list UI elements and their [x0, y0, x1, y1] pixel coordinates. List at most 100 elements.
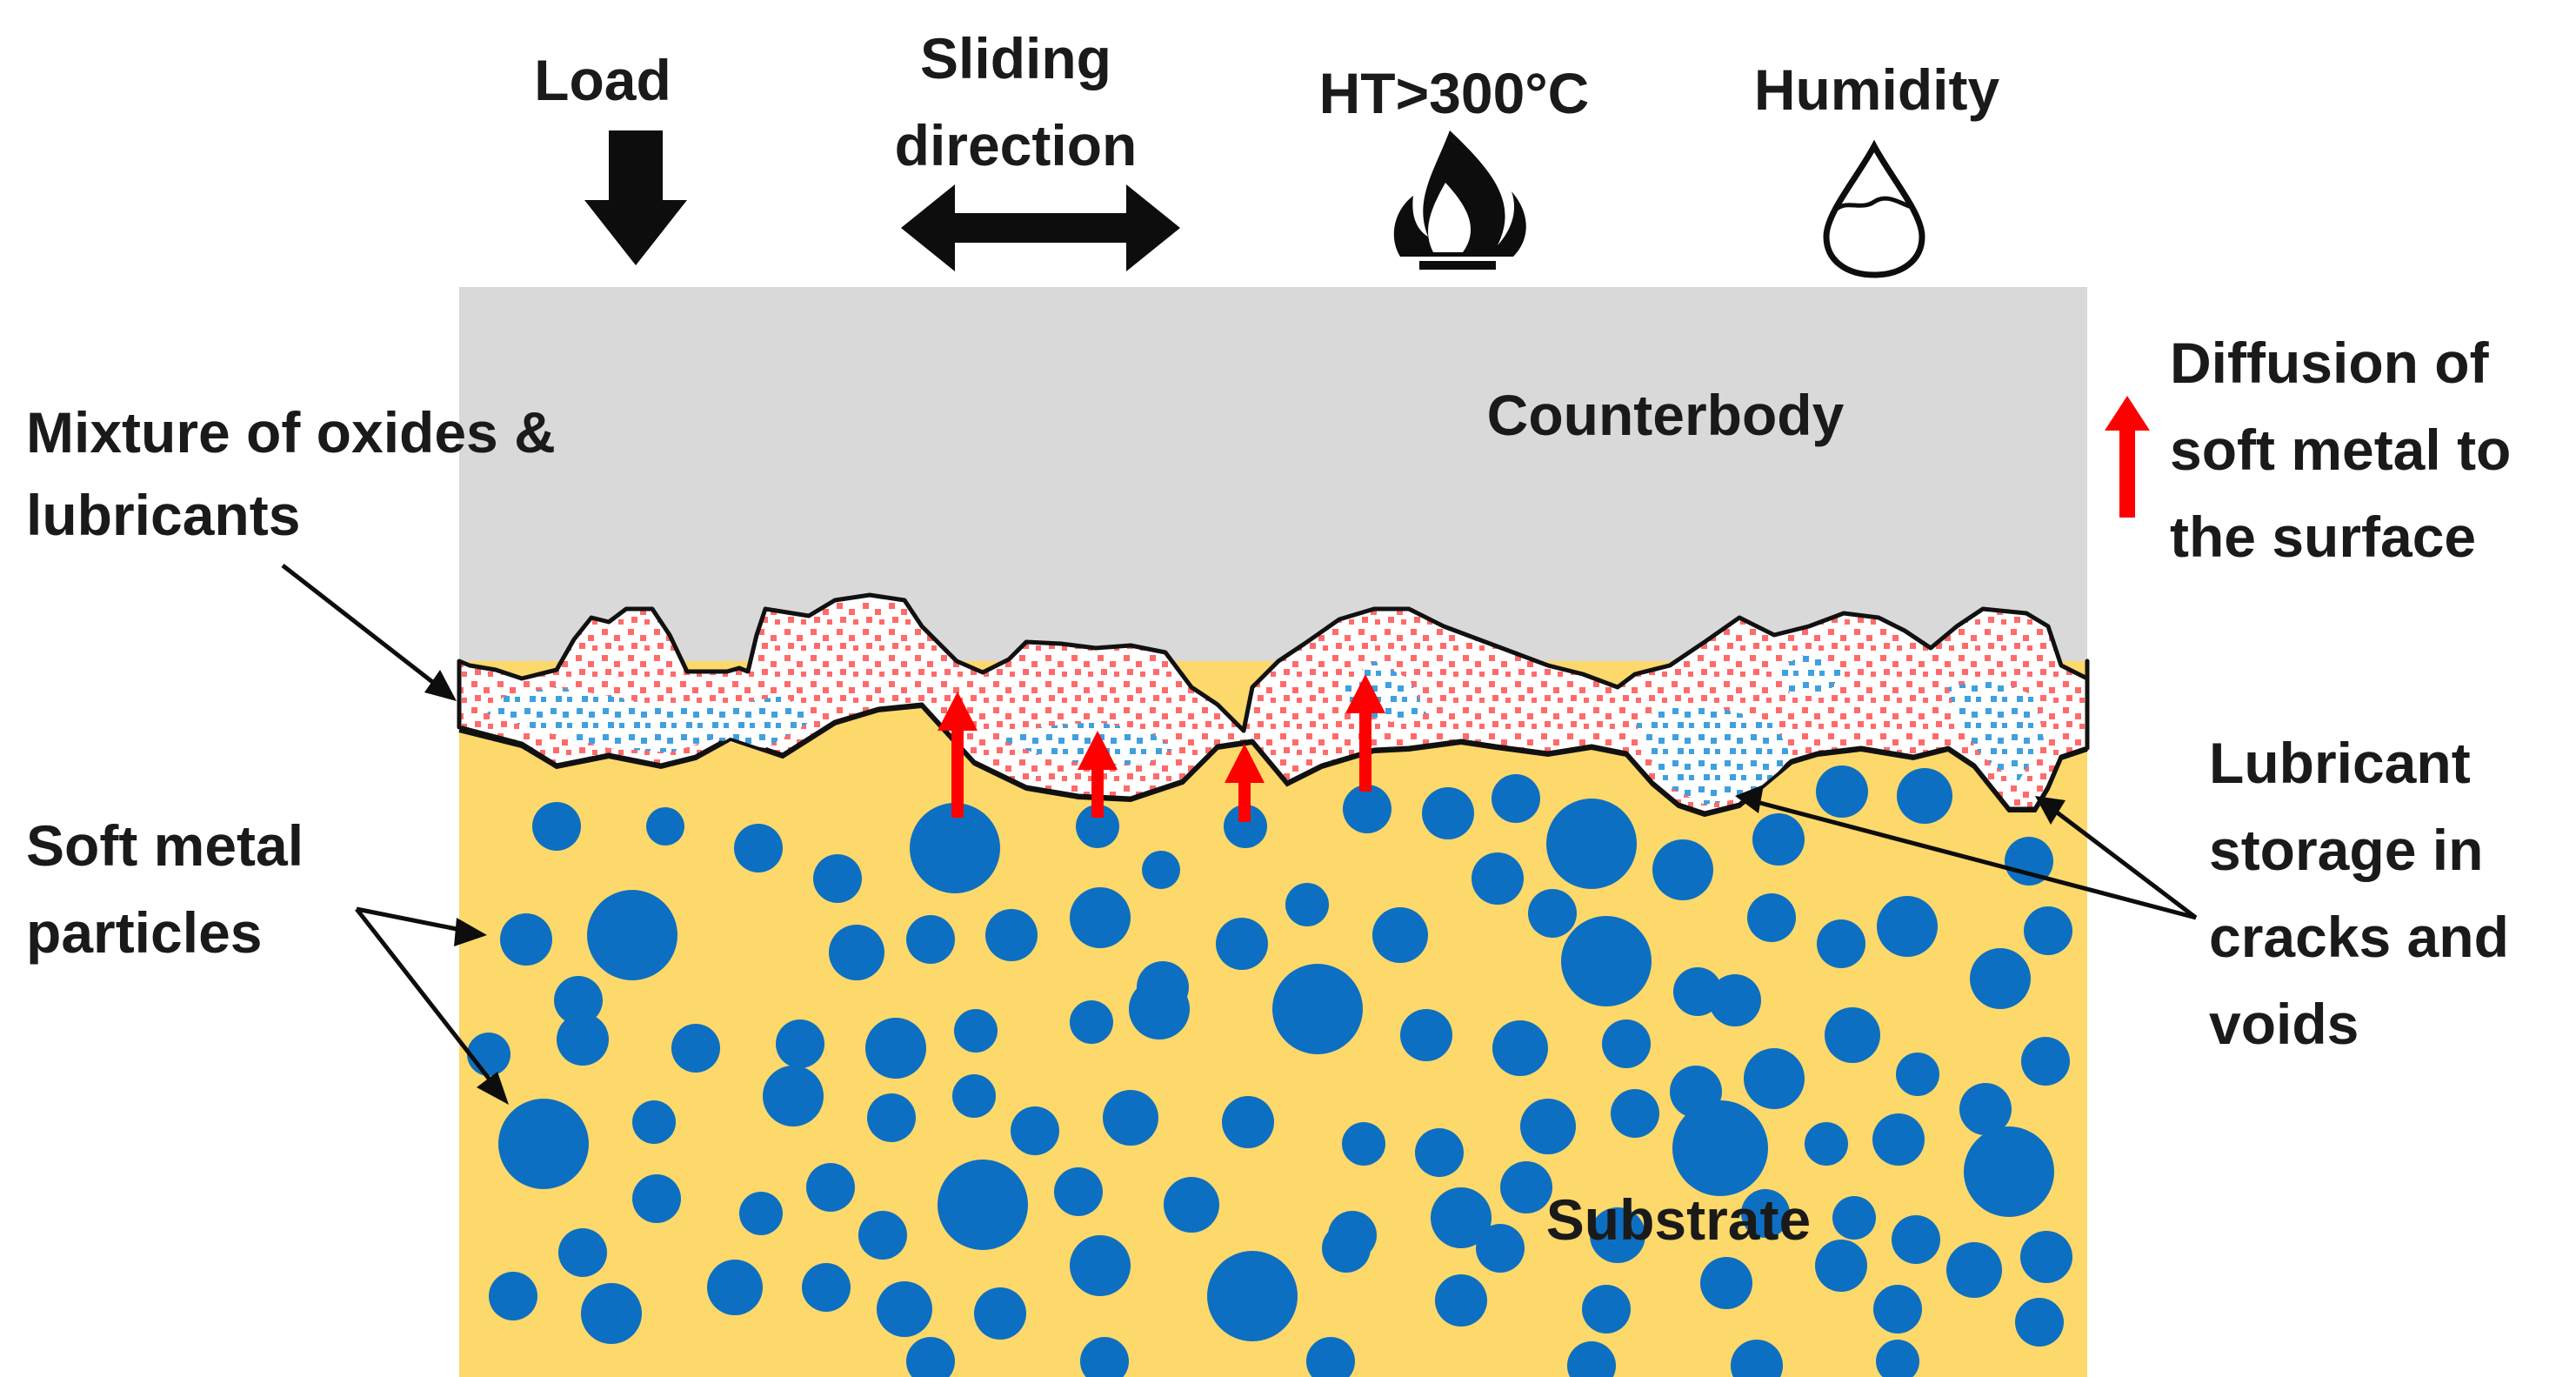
soft-metal-particle — [1129, 979, 1190, 1039]
soft-metal-particle — [1872, 1113, 1925, 1166]
soft-metal-particle — [646, 807, 684, 846]
soft-metal-particle — [1224, 805, 1267, 848]
soft-metal-particle — [1672, 1100, 1768, 1196]
soft-metal-particle — [1877, 896, 1938, 957]
soft-metal-particle — [1070, 1235, 1131, 1296]
soft-metal-particle — [2015, 1298, 2064, 1347]
diffusion-arrow-icon — [1225, 744, 1265, 822]
substrate — [459, 661, 2087, 1377]
soft-metal-particle — [1602, 1019, 1651, 1068]
soft-metal-particle — [500, 913, 552, 966]
soft-metal-particle — [1500, 1161, 1552, 1213]
soft-metal-particle — [1816, 765, 1868, 818]
soft-metal-particle — [1752, 813, 1805, 866]
water-drop-icon — [1823, 139, 1925, 278]
soft-metal-particle — [1322, 1224, 1371, 1273]
soft-metal-particle — [1747, 893, 1796, 942]
soft-metal-particle — [865, 1018, 926, 1079]
diffusion-legend-icon — [2105, 396, 2150, 518]
soft-metal-particle — [1744, 1048, 1805, 1109]
label-sliding-1: Sliding — [920, 26, 1111, 90]
label-storage-4: voids — [2209, 992, 2359, 1056]
label-diffusion-1: Diffusion of — [2170, 331, 2490, 395]
soft-metal-particle — [1731, 1340, 1783, 1377]
soft-metal-particle — [632, 1100, 676, 1144]
soft-metal-particle — [1805, 1122, 1848, 1166]
soft-metal-particle — [954, 1009, 998, 1053]
soft-metal-particle — [1567, 1341, 1616, 1377]
soft-metal-particle — [498, 1099, 589, 1189]
down-arrow-icon — [584, 130, 687, 265]
soft-metal-particle — [1815, 1240, 1867, 1292]
soft-metal-particle — [2005, 837, 2053, 886]
soft-metal-particle — [1222, 1096, 1274, 1148]
lubricant-pockets — [487, 652, 2044, 805]
soft-metal-particle — [1546, 799, 1637, 889]
soft-metal-particle — [776, 1019, 824, 1068]
soft-metal-particle — [813, 854, 862, 903]
soft-metal-particle — [1054, 1167, 1103, 1216]
diffusion-arrow-icon — [1345, 674, 1385, 792]
soft-metal-particle — [1590, 1207, 1645, 1263]
soft-metal-particle — [1964, 1126, 2054, 1217]
soft-metal-particle — [1741, 1189, 1790, 1238]
diffusion-arrow-icon — [1078, 731, 1118, 818]
soft-metal-particle — [906, 1337, 955, 1377]
soft-metal-particle — [806, 1163, 855, 1212]
soft-metal-particle — [1970, 948, 2031, 1009]
soft-metal-particle — [1897, 768, 1952, 824]
soft-metal-particle — [1582, 1285, 1631, 1334]
soft-metal-particle — [581, 1283, 642, 1344]
soft-metal-particle — [1272, 964, 1363, 1054]
soft-metal-particle — [1216, 918, 1268, 970]
soft-metal-particle — [558, 1228, 607, 1277]
pointer-arrows — [281, 564, 2198, 1089]
soft-metal-particle — [938, 1160, 1028, 1250]
soft-metal-particle — [1652, 839, 1713, 900]
soft-metal-particle — [1142, 851, 1180, 889]
label-substrate: Substrate — [1546, 1187, 1811, 1252]
soft-metal-particle — [554, 976, 603, 1025]
label-ht: HT>300°C — [1319, 61, 1590, 125]
label-soft-2: particles — [26, 900, 262, 965]
soft-metal-particle — [906, 915, 955, 964]
soft-metal-particle — [1528, 889, 1577, 938]
label-diffusion-3: the surface — [2170, 505, 2476, 569]
soft-metal-particle — [1873, 1285, 1922, 1334]
soft-metal-particle — [1561, 916, 1652, 1006]
soft-metal-particle — [707, 1260, 763, 1315]
soft-metal-particle — [2024, 906, 2072, 955]
counterbody — [459, 287, 2087, 670]
soft-metal-particle — [1892, 1215, 1940, 1264]
soft-metal-particle — [1709, 974, 1761, 1026]
soft-metal-particle — [858, 1211, 907, 1260]
flame-icon — [1393, 130, 1526, 270]
soft-metal-particle — [1372, 907, 1428, 963]
label-humidity: Humidity — [1754, 57, 2000, 122]
soft-metal-particle — [1207, 1251, 1298, 1341]
soft-metal-particle — [1825, 1007, 1880, 1063]
label-counterbody: Counterbody — [1487, 383, 1845, 447]
soft-metal-particle — [1476, 1224, 1525, 1273]
soft-metal-particle — [532, 802, 581, 851]
soft-metal-particle — [1080, 1337, 1129, 1377]
soft-metal-particle — [587, 890, 677, 980]
soft-metal-particle — [985, 909, 1038, 961]
label-diffusion-2: soft metal to — [2170, 418, 2511, 482]
diffusion-arrow-icon — [938, 692, 978, 818]
soft-metal-particle — [1611, 1089, 1659, 1138]
label-storage-3: cracks and — [2209, 905, 2509, 969]
soft-metal-particle — [1472, 852, 1524, 905]
diffusion-arrows — [938, 674, 1385, 822]
label-storage-1: Lubricant — [2209, 731, 2471, 795]
soft-metal-particle — [1832, 1196, 1876, 1240]
soft-metal-particle — [1070, 1000, 1113, 1044]
soft-metal-particle — [1342, 1122, 1385, 1166]
soft-metal-particle — [489, 1272, 537, 1320]
soft-metal-particle — [1959, 1083, 2012, 1135]
soft-metal-particle — [910, 803, 1000, 893]
label-mixture-2: lubricants — [26, 483, 300, 547]
soft-metal-particle — [1431, 1187, 1492, 1248]
soft-metal-particle — [829, 925, 884, 980]
label-mixture-1: Mixture of oxides & — [26, 400, 556, 465]
